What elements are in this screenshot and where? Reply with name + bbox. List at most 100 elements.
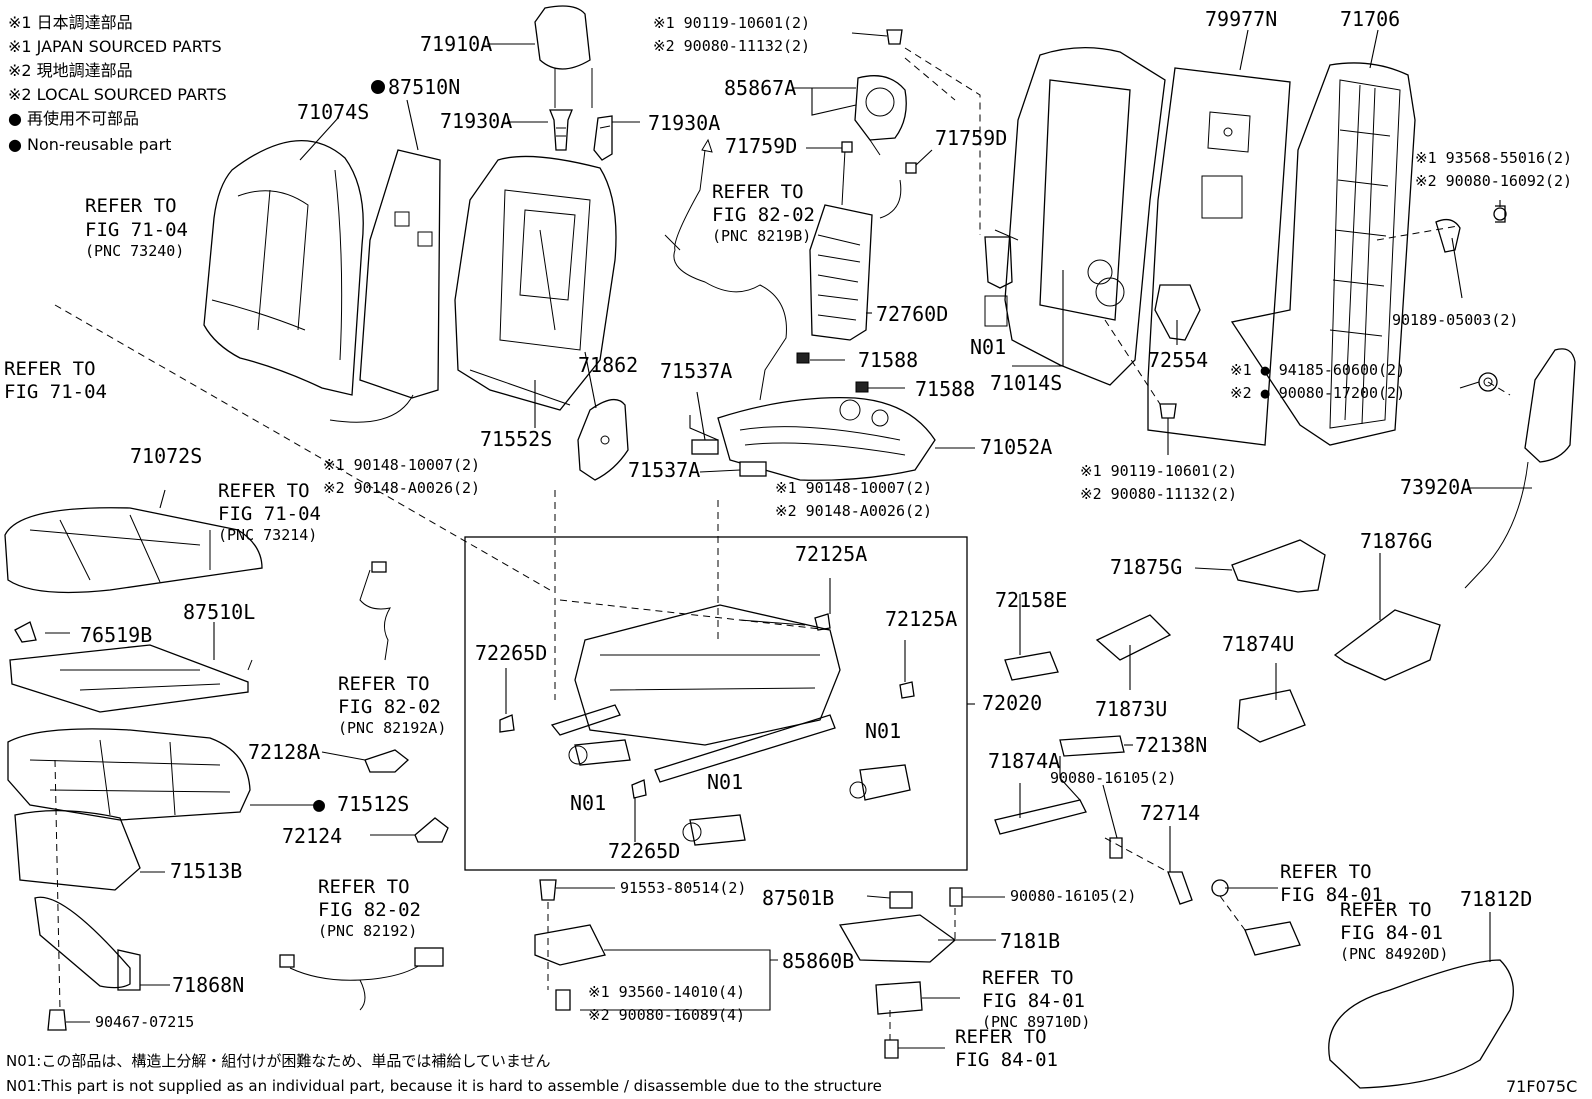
- cover-72138N: [1059, 735, 1125, 757]
- label-90119-mid: ※1 90119-10601(2): [1080, 462, 1237, 480]
- legend-line-6: ● Non-reusable part: [8, 135, 171, 154]
- label-72138N: 72138N: [1135, 733, 1207, 757]
- label-7181B: 7181B: [1000, 929, 1060, 953]
- label-72760D: 72760D: [876, 302, 948, 326]
- label-87510L: 87510L: [183, 600, 255, 624]
- ref6-line2: FIG 82-02: [318, 899, 421, 921]
- label-71874A: 71874A: [988, 749, 1060, 773]
- clip-72125A-a: [814, 613, 831, 631]
- headrest-71910A: [534, 5, 593, 108]
- bolt-93568: [1493, 205, 1507, 223]
- seatback-frame-71014S: [994, 47, 1166, 386]
- bolt-84-01: [884, 1039, 899, 1059]
- clip-71588-b: [855, 381, 869, 393]
- ref2-line2: FIG 71-04: [4, 381, 107, 403]
- ref3-line1: REFER TO: [712, 181, 804, 203]
- label-76519B: 76519B: [80, 623, 152, 647]
- cover-71874A: [994, 799, 1087, 835]
- label-71759D-left: 71759D: [725, 134, 797, 158]
- clip-71759D-a: [841, 141, 853, 153]
- part-labels: 71910A 87510N 71074S 71930A 71930A ※1 90…: [80, 7, 1572, 1031]
- label-71512S: ● 71512S: [313, 792, 409, 816]
- bolt-90080-16105-a: [1109, 837, 1123, 859]
- bracket-7181B: [838, 914, 957, 963]
- label-N01-b: N01: [707, 770, 743, 794]
- cushion-pad-71513B: [14, 810, 141, 891]
- label-71588-a: 71588: [858, 348, 918, 372]
- seatback-cover-71074S: [203, 139, 364, 396]
- seat-adjuster-72760D: [809, 149, 902, 341]
- label-85867A: 85867A: [724, 76, 796, 100]
- ref5-line2: FIG 82-02: [338, 696, 441, 718]
- ref1-line3: (PNC 73240): [85, 242, 184, 260]
- label-87501B: 87501B: [762, 886, 834, 910]
- ref10-line2: FIG 84-01: [955, 1049, 1058, 1071]
- ref9-line3: (PNC 89710D): [982, 1013, 1090, 1031]
- legend-line-4: ※2 LOCAL SOURCED PARTS: [8, 85, 227, 104]
- seat-track-72020: [550, 604, 841, 783]
- label-73920A: 73920A: [1400, 475, 1472, 499]
- seatback-pad-87510N: [329, 149, 441, 423]
- label-71930A-right: 71930A: [648, 111, 720, 135]
- label-90189: 90189-05003(2): [1392, 311, 1518, 329]
- note-n01-japanese: N01:この部品は、構造上分解・組付けが困難なため、単品では補給していません: [6, 1052, 550, 1070]
- motor-N01-c: [849, 764, 911, 801]
- headrest-guide-left-71930A: [549, 109, 573, 151]
- headrest-guide-right-71930A: [593, 115, 613, 161]
- clip-72265D-b: [631, 779, 647, 799]
- lever-73920A: [1464, 348, 1576, 589]
- seatback-board-71706: [1230, 62, 1416, 446]
- ref2-line1: REFER TO: [4, 358, 96, 380]
- clip-90467: [47, 1009, 67, 1031]
- lumbar-support-85867A: [854, 75, 907, 156]
- label-91553: 91553-80514(2): [620, 879, 746, 897]
- seat-track-group-frame: [464, 536, 968, 871]
- harness-82192A: [359, 561, 391, 661]
- refer-to-labels: REFER TO FIG 71-04 (PNC 73240) REFER TO …: [4, 181, 1448, 1071]
- ref7-line1: REFER TO: [1280, 861, 1372, 883]
- cushion-pad-87510L: [9, 644, 253, 713]
- label-71812D: 71812D: [1460, 887, 1532, 911]
- label-90080-16092: ※2 90080-16092(2): [1415, 172, 1572, 190]
- non-reusable-mark-87510N: [371, 80, 385, 94]
- label-90148-10007-left: ※1 90148-10007(2): [323, 456, 480, 474]
- ref3-line3: (PNC 8219B): [712, 227, 811, 245]
- ref6-line3: (PNC 82192): [318, 922, 417, 940]
- note-n01-english: N01:This part is not supplied as an indi…: [6, 1077, 882, 1095]
- dashed-assembly-lines: [54, 47, 1511, 1040]
- ref8-line3: (PNC 84920D): [1340, 945, 1448, 963]
- label-N01-top: N01: [970, 335, 1006, 359]
- ref1-line2: FIG 71-04: [85, 219, 188, 241]
- clip-71537A-b: [739, 461, 767, 477]
- clip-71588-a: [796, 352, 810, 364]
- part-72554: [1154, 284, 1201, 341]
- bracket-72714: [1167, 871, 1193, 905]
- label-72265D-a: 72265D: [475, 641, 547, 665]
- label-71759D-right: 71759D: [935, 126, 1007, 150]
- clip-72265D-a: [499, 714, 515, 733]
- label-90467: 90467-07215: [95, 1013, 194, 1031]
- clip-71537A-a: [691, 439, 719, 455]
- ref4-line3: (PNC 73214): [218, 526, 317, 544]
- ref8-line1: REFER TO: [1340, 899, 1432, 921]
- label-71874U: 71874U: [1222, 632, 1294, 656]
- label-90148-10007-right: ※1 90148-10007(2): [775, 479, 932, 497]
- label-71910A: 71910A: [420, 32, 492, 56]
- label-87510N: 87510N: [388, 75, 460, 99]
- label-N01-c: N01: [865, 719, 901, 743]
- label-71014S: 71014S: [990, 371, 1062, 395]
- label-71052A: 71052A: [980, 435, 1052, 459]
- figure-code: 71F075C: [1506, 1077, 1577, 1096]
- label-71876G: 71876G: [1360, 529, 1432, 553]
- label-71706: 71706: [1340, 7, 1400, 31]
- clip-90189: [1435, 218, 1461, 253]
- legend-line-3: ※2 現地調達部品: [8, 61, 133, 80]
- seat-spring-71052A: [717, 397, 936, 481]
- label-85860B: 85860B: [782, 949, 854, 973]
- label-90080-11132-top: ※2 90080-11132(2): [653, 37, 810, 55]
- bracket-71868N: [34, 896, 141, 991]
- bolt-93560: [555, 989, 571, 1011]
- cushion-pad-71512S: [7, 728, 251, 821]
- cushion-cover-71072S: [4, 507, 263, 594]
